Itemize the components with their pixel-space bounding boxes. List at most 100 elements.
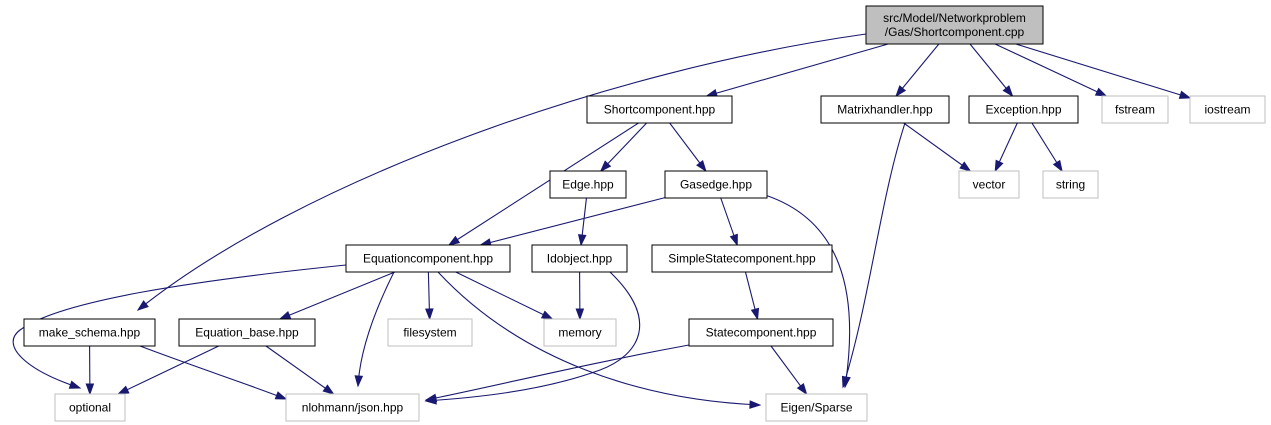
node-label: Equation_base.hpp (195, 326, 299, 340)
node-fstream: fstream (1101, 95, 1169, 124)
edge-line (12, 264, 347, 389)
node-exception_hpp[interactable]: Exception.hpp (968, 95, 1079, 124)
node-matrixhandler_hpp[interactable]: Matrixhandler.hpp (820, 95, 950, 124)
node-box (1189, 95, 1266, 124)
arrowhead (136, 300, 149, 311)
arrowhead (696, 160, 707, 173)
edge-equationcomponent_hpp-to-eigen_sparse (437, 271, 762, 409)
edge-equationcomponent_hpp-to-filesystem (425, 271, 434, 321)
arrowhead (994, 159, 1004, 173)
edge-matrixhandler_hpp-to-vector (903, 122, 972, 172)
node-label: Exception.hpp (985, 103, 1061, 117)
node-gasedge_hpp[interactable]: Gasedge.hpp (664, 170, 768, 199)
edge-statecomponent_hpp-to-eigen_sparse (770, 345, 808, 396)
arrowhead (599, 160, 612, 173)
node-label: Shortcomponent.hpp (604, 103, 716, 117)
edge-line (969, 43, 1013, 97)
edge-line (118, 345, 219, 395)
arrowhead (424, 393, 438, 403)
node-root[interactable]: src/Model/Networkproblem/Gas/Shortcompon… (865, 5, 1044, 45)
node-box (549, 170, 627, 199)
node-edge_hpp[interactable]: Edge.hpp (549, 170, 627, 199)
edge-equationcomponent_hpp-to-equation_base_hpp (278, 271, 396, 320)
edge-line (265, 345, 334, 395)
node-label: Matrixhandler.hpp (837, 103, 933, 117)
edge-line (279, 271, 396, 320)
arrowhead (959, 161, 972, 172)
edge-line (903, 122, 971, 172)
edge-simplestatecomponent_hpp-to-statecomponent_hpp (744, 271, 760, 321)
node-label: Statecomponent.hpp (706, 326, 817, 340)
node-shortcomponent_hpp[interactable]: Shortcomponent.hpp (586, 95, 733, 124)
edge-exception_hpp-to-string (1031, 122, 1063, 173)
arrowhead (354, 375, 364, 388)
arrowhead (575, 308, 585, 321)
node-label: SimpleStatecomponent.hpp (668, 252, 816, 266)
edge-line (842, 122, 906, 388)
node-make_schema_hpp[interactable]: make_schema.hpp (23, 318, 156, 347)
arrowhead (274, 391, 288, 400)
node-simplestatecomponent_hpp[interactable]: SimpleStatecomponent.hpp (651, 244, 833, 273)
node-label: Eigen/Sparse (780, 401, 852, 415)
edge-line (994, 43, 1107, 97)
node-label: iostream (1204, 103, 1250, 117)
node-memory: memory (543, 318, 617, 347)
edge-equation_base_hpp-to-nlohmann_json_hpp (265, 345, 335, 395)
node-box (178, 318, 316, 347)
edge-root-to-iostream (1015, 43, 1192, 99)
arrowhead (1094, 87, 1108, 97)
arrowhead (540, 310, 554, 320)
arrowhead (85, 383, 95, 396)
arrowhead (1002, 85, 1014, 98)
edge-line (437, 271, 761, 406)
edge-exception_hpp-to-vector (994, 122, 1018, 173)
arrowhead (749, 400, 762, 409)
edge-root-to-matrixhandler_hpp (895, 43, 940, 98)
node-equationcomponent_hpp[interactable]: Equationcomponent.hpp (345, 244, 511, 273)
node-vector: vector (958, 170, 1020, 199)
arrowhead (116, 385, 130, 395)
node-label: nlohmann/json.hpp (302, 401, 404, 415)
node-label: src/Model/Networkproblem (883, 11, 1026, 25)
edge-matrixhandler_hpp-to-eigen_sparse (841, 122, 906, 389)
edge-line (448, 122, 639, 246)
arrowhead (278, 311, 292, 320)
edge-line (137, 33, 867, 311)
node-label: Edge.hpp (562, 178, 614, 192)
node-label: vector (973, 178, 1006, 192)
node-label: Equationcomponent.hpp (363, 252, 493, 266)
node-box (1042, 170, 1099, 199)
edge-line (425, 344, 690, 401)
node-filesystem: filesystem (387, 318, 473, 347)
arrowhead (68, 380, 82, 389)
edge-make_schema_hpp-to-nlohmann_json_hpp (139, 345, 288, 400)
node-idobject_hpp[interactable]: Idobject.hpp (531, 244, 628, 273)
arrowhead (842, 375, 851, 389)
node-box (688, 318, 834, 347)
edge-shortcomponent_hpp-to-gasedge_hpp (669, 122, 707, 173)
edge-line (764, 194, 851, 388)
arrowhead (447, 235, 461, 246)
arrowhead (425, 308, 434, 321)
arrowhead (1178, 90, 1192, 99)
edge-root-to-make_schema_hpp (136, 33, 867, 311)
node-eigen_sparse: Eigen/Sparse (765, 393, 868, 422)
node-box (765, 393, 868, 422)
node-statecomponent_hpp[interactable]: Statecomponent.hpp (688, 318, 834, 347)
node-box (1101, 95, 1169, 124)
node-box (820, 95, 950, 124)
edge-line (357, 271, 395, 387)
node-label: /Gas/Shortcomponent.cpp (885, 25, 1025, 39)
node-label: memory (558, 326, 601, 340)
node-box (586, 95, 733, 124)
edge-shortcomponent_hpp-to-edge_hpp (599, 122, 648, 173)
arrowhead (1052, 159, 1063, 173)
node-equation_base_hpp[interactable]: Equation_base.hpp (178, 318, 316, 347)
node-box (543, 318, 617, 347)
arrowhead (750, 307, 760, 321)
edges-layer (12, 33, 1192, 409)
edge-edge_hpp-to-idobject_hpp (577, 197, 587, 247)
nodes-layer: src/Model/Networkproblem/Gas/Shortcompon… (23, 5, 1266, 422)
node-box (345, 244, 511, 273)
node-string: string (1042, 170, 1099, 199)
